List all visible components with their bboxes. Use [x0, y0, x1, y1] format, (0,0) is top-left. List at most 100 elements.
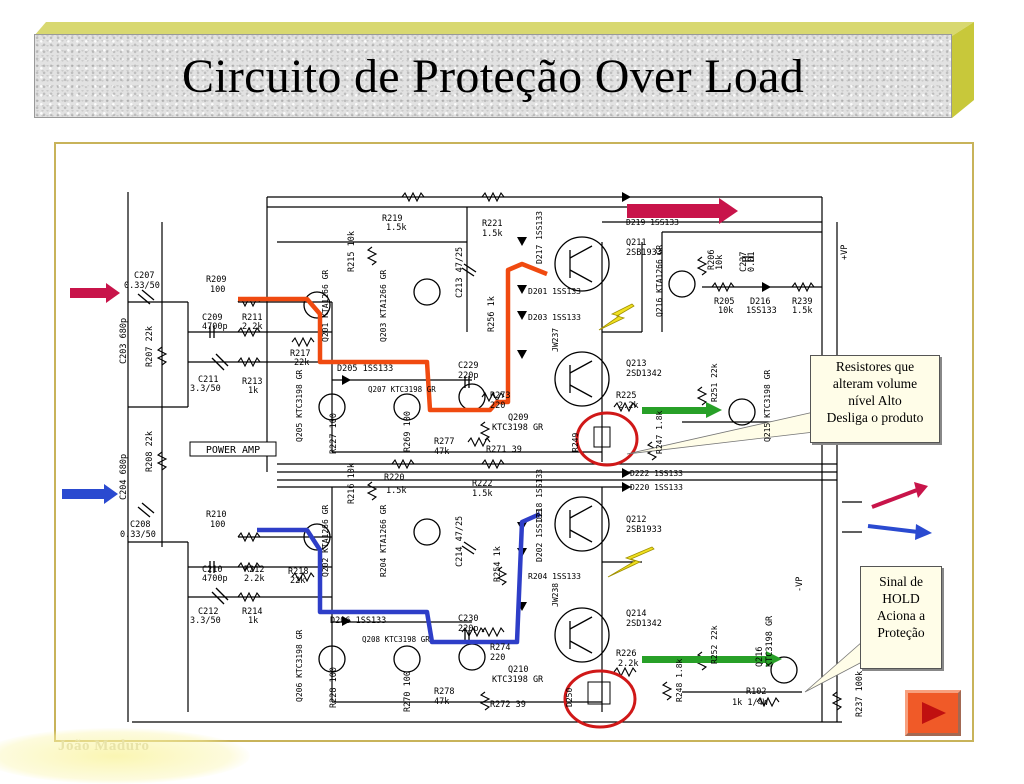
- svg-text:R211: R211: [242, 313, 262, 323]
- svg-text:R239: R239: [792, 297, 812, 307]
- svg-text:10k: 10k: [715, 255, 725, 270]
- orange-signal-path: [238, 261, 548, 413]
- power-amp-label: POWER AMP: [206, 445, 260, 456]
- capacitors: [137, 256, 754, 642]
- svg-text:1.5k: 1.5k: [386, 223, 406, 233]
- svg-text:R204 KTA1266 GR: R204 KTA1266 GR: [379, 505, 388, 577]
- svg-text:Q214: Q214: [626, 609, 646, 619]
- svg-text:R247 1.8k: R247 1.8k: [655, 410, 664, 454]
- callout-resistors: Resistores que alteram volume nível Alto…: [810, 355, 940, 443]
- svg-text:1.5k: 1.5k: [792, 306, 812, 316]
- svg-text:R269 100: R269 100: [403, 411, 413, 452]
- svg-text:R225: R225: [616, 391, 636, 401]
- svg-text:D203 1SS133: D203 1SS133: [528, 313, 581, 322]
- svg-text:KTC3198 GR: KTC3198 GR: [765, 615, 775, 667]
- svg-text:R251 22k: R251 22k: [710, 363, 719, 402]
- svg-text:R237 100k: R237 100k: [855, 671, 865, 717]
- svg-text:3.3/50: 3.3/50: [190, 384, 221, 394]
- svg-text:Q209: Q209: [508, 413, 528, 423]
- svg-text:1k: 1k: [248, 616, 258, 626]
- svg-text:JW238: JW238: [551, 583, 560, 607]
- svg-text:Q206 KTC3198 GR: Q206 KTC3198 GR: [295, 630, 304, 702]
- svg-text:220: 220: [490, 653, 505, 663]
- svg-text:Q203 KTA1266 GR: Q203 KTA1266 GR: [379, 270, 388, 342]
- input-arrow-blue: [62, 484, 118, 504]
- svg-text:R222: R222: [472, 479, 492, 489]
- svg-text:R205: R205: [714, 297, 734, 307]
- svg-text:R248 1.8k: R248 1.8k: [675, 658, 684, 702]
- svg-text:2.2k: 2.2k: [618, 401, 638, 411]
- green-arrow-bottom: [642, 651, 782, 667]
- svg-text:R254 1k: R254 1k: [493, 546, 503, 582]
- svg-text:D202 1SS133: D202 1SS133: [535, 509, 544, 562]
- overload-resistor-circle-bottom: [563, 669, 637, 729]
- author-name: João Maduro: [58, 738, 150, 754]
- callout-hold-signal: Sinal de HOLD Aciona a Proteção: [860, 566, 942, 669]
- power-amp-box: [189, 441, 277, 457]
- svg-text:C204 680p: C204 680p: [119, 454, 129, 500]
- svg-text:0.01: 0.01: [747, 252, 757, 272]
- svg-text:Q212: Q212: [626, 515, 646, 525]
- svg-text:220p: 220p: [458, 624, 478, 634]
- svg-text:D205 1SS133: D205 1SS133: [337, 364, 393, 374]
- svg-text:D219 1SS133: D219 1SS133: [626, 218, 679, 227]
- svg-text:Q211: Q211: [626, 238, 646, 248]
- svg-text:1.5k: 1.5k: [482, 229, 502, 239]
- svg-text:-VP: -VP: [795, 577, 805, 592]
- svg-text:R207 22k: R207 22k: [145, 326, 155, 367]
- svg-text:4700p: 4700p: [202, 322, 228, 332]
- slide-title: Circuito de Proteção Over Load: [181, 49, 805, 103]
- svg-text:R249: R249: [571, 433, 580, 452]
- svg-text:Q201 KTA1266 GR: Q201 KTA1266 GR: [321, 270, 330, 342]
- svg-text:D222 1SS133: D222 1SS133: [630, 469, 683, 478]
- component-labels: C207 0.33/50 C208 0.33/50 R209 100 R210 …: [119, 211, 865, 717]
- svg-text:47k: 47k: [434, 697, 449, 707]
- svg-text:R220: R220: [384, 473, 404, 483]
- svg-text:KTC3198 GR: KTC3198 GR: [492, 423, 544, 433]
- svg-text:2.2k: 2.2k: [618, 659, 638, 669]
- svg-text:D250: D250: [565, 688, 574, 707]
- output-arrow-top: [627, 198, 738, 224]
- svg-text:C214 47/25: C214 47/25: [455, 516, 465, 567]
- green-arrow-top: [642, 402, 722, 418]
- svg-text:C203 680p: C203 680p: [119, 318, 129, 364]
- next-slide-button[interactable]: [905, 690, 961, 736]
- label-c207: C207: [134, 271, 154, 281]
- svg-text:2SD1342: 2SD1342: [626, 369, 662, 379]
- svg-text:C208: C208: [130, 520, 150, 530]
- svg-text:D220 1SS133: D220 1SS133: [630, 483, 683, 492]
- svg-text:C213 47/25: C213 47/25: [455, 247, 465, 298]
- svg-text:R256 1k: R256 1k: [487, 296, 497, 332]
- svg-text:R217: R217: [290, 349, 310, 359]
- svg-text:R213: R213: [242, 377, 262, 387]
- svg-text:C229: C229: [458, 361, 478, 371]
- svg-text:D217 1SS133: D217 1SS133: [535, 211, 544, 264]
- svg-text:1SS133: 1SS133: [746, 306, 777, 316]
- svg-text:Q208 KTC3198 GR: Q208 KTC3198 GR: [362, 635, 430, 644]
- svg-text:1.5k: 1.5k: [386, 486, 406, 496]
- svg-text:Q213: Q213: [626, 359, 646, 369]
- svg-text:R226: R226: [616, 649, 636, 659]
- svg-text:R277: R277: [434, 437, 454, 447]
- wiring: [127, 192, 862, 723]
- svg-text:R210: R210: [206, 510, 226, 520]
- svg-text:R219: R219: [382, 214, 402, 224]
- svg-text:C211: C211: [198, 375, 218, 385]
- svg-text:0.33/50: 0.33/50: [120, 530, 156, 540]
- svg-text:R273: R273: [490, 391, 510, 401]
- svg-text:220: 220: [490, 401, 505, 411]
- svg-text:220p: 220p: [458, 371, 478, 381]
- author-background: [0, 728, 250, 784]
- svg-text:R270 100: R270 100: [403, 671, 413, 712]
- svg-text:Q216 KTA1266 GR: Q216 KTA1266 GR: [655, 245, 664, 317]
- svg-text:R252 22k: R252 22k: [710, 625, 719, 664]
- svg-text:Q207 KTC3198 GR: Q207 KTC3198 GR: [368, 385, 436, 394]
- title-bevel-top: [34, 22, 974, 36]
- svg-text:R215 10k: R215 10k: [347, 231, 357, 272]
- svg-text:R214: R214: [242, 607, 262, 617]
- svg-text:R274: R274: [490, 643, 510, 653]
- svg-text:R271 39: R271 39: [486, 445, 522, 455]
- svg-text:22k: 22k: [294, 358, 309, 368]
- svg-text:KTC3198 GR: KTC3198 GR: [492, 675, 544, 685]
- svg-text:2SB1933: 2SB1933: [626, 248, 662, 258]
